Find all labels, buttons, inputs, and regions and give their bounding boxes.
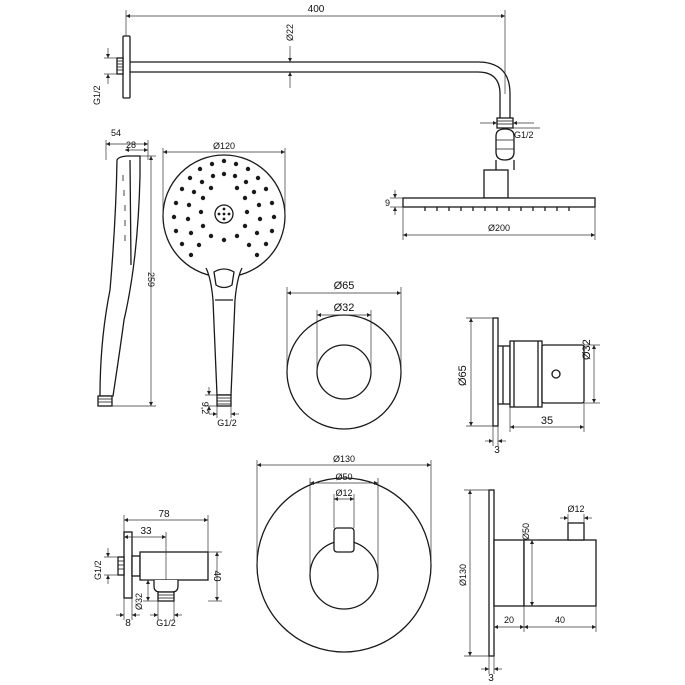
escutcheon-inner-ring	[316, 344, 372, 400]
dim-hand-handle-depth: 28	[126, 140, 136, 150]
mixer-lever	[333, 527, 355, 553]
dim-head-diameter: Ø200	[488, 223, 510, 233]
dim-diverter-plate-thickness: 3	[494, 445, 500, 456]
arm-tube-bottom	[130, 71, 501, 118]
arm-wall-flange	[122, 35, 131, 99]
dim-arm-length: 400	[308, 4, 325, 15]
spray-face-marks	[122, 175, 126, 241]
outlet-wall-plate	[123, 531, 133, 599]
nozzle-row	[424, 207, 570, 211]
overhead-shower-arm: 400 Ø22 G1/2 G1/2 9 Ø200	[92, 4, 596, 240]
head-connector	[483, 169, 509, 199]
dim-escutcheon-outer: Ø65	[334, 280, 355, 292]
dim-outlet-offset: 33	[140, 526, 152, 537]
dim-outlet-depth: 78	[158, 509, 170, 520]
outlet-wall-thread	[117, 556, 125, 576]
escutcheon-outer-ring	[286, 314, 402, 430]
dim-mixer-side-body: Ø50	[521, 523, 531, 540]
outlet-bottom-thread	[157, 591, 175, 602]
dim-mixer-lever: Ø12	[335, 488, 352, 498]
dim-arm-diameter: Ø22	[285, 24, 295, 41]
diverter-body	[541, 344, 585, 404]
outlet-elbow	[153, 580, 179, 593]
mixer-side-spacer	[493, 539, 525, 607]
mixer-side-body	[523, 539, 597, 607]
dim-outlet-wall-thread: G1/2	[93, 560, 103, 580]
dim-mixer-side-plate: Ø130	[458, 564, 468, 586]
outlet-body	[139, 551, 209, 581]
diverter-screw	[551, 369, 561, 379]
dim-escutcheon-inner: Ø32	[334, 302, 355, 314]
mixer-front-view: Ø130 Ø50 Ø12	[256, 454, 432, 653]
dim-head-thickness: 9	[385, 198, 390, 208]
mixer-plate-outer	[256, 477, 432, 653]
overhead-shower-head	[402, 197, 596, 208]
arm-wall-thread	[116, 57, 124, 75]
dim-hand-body-depth: 54	[111, 128, 121, 138]
arm-tube-top	[130, 61, 511, 118]
dim-mixer-body: Ø50	[335, 472, 352, 482]
diverter-spacer	[497, 345, 511, 405]
diverter-wall-plate	[492, 317, 499, 427]
dim-hand-thread: G1/2	[217, 418, 237, 428]
dim-hand-length: 259	[146, 272, 156, 287]
hand-shower-front-view: Ø120 9,2 G1/2	[162, 141, 286, 428]
dim-hand-thread-length: 9,2	[200, 402, 210, 415]
dim-outlet-bottom-thread: G1/2	[156, 618, 176, 628]
dim-outlet-diameter: Ø32	[134, 593, 144, 610]
dim-outlet-height: 40	[211, 570, 222, 582]
dim-hand-head-diameter: Ø120	[213, 141, 235, 151]
mixer-side-lever	[567, 522, 585, 541]
diverter-collar	[509, 340, 543, 408]
hand-shower-side-thread	[97, 395, 113, 407]
dim-diverter-plate: Ø65	[457, 365, 469, 386]
wall-outlet-side-view: 78 33 40 G1/2 Ø32 8 G1/2	[93, 509, 222, 629]
arm-end-thread	[496, 117, 514, 129]
dim-mixer-plate: Ø130	[333, 454, 355, 464]
nozzle-pattern	[171, 158, 277, 258]
dim-mixer-body-length: 40	[555, 615, 565, 625]
dim-mixer-spacer-length: 20	[504, 615, 514, 625]
dim-mixer-plate-thickness: 3	[488, 673, 494, 684]
spray-mode-button	[213, 268, 235, 289]
mixer-side-view: Ø130 Ø50 Ø12 20 40 3	[458, 489, 597, 684]
ball-joint	[495, 128, 515, 161]
hand-shower-front-thread	[216, 394, 232, 407]
dim-head-thread: G1/2	[514, 130, 534, 140]
escutcheon-small-front: Ø65 Ø32	[286, 280, 402, 430]
hand-shower-side-view: 54 28 259	[97, 128, 156, 407]
dim-wall-thread: G1/2	[92, 85, 102, 105]
mixer-side-plate	[488, 489, 495, 657]
dim-mixer-side-lever: Ø12	[567, 504, 584, 514]
diverter-side-view: Ø65 Ø32 35 3	[457, 317, 600, 456]
dim-diverter-length: 35	[541, 415, 553, 427]
hand-shower-side-body	[99, 155, 141, 397]
outlet-spacer	[131, 555, 141, 577]
dim-outlet-plate-thickness: 8	[125, 618, 131, 629]
dim-diverter-body: Ø32	[581, 339, 593, 360]
